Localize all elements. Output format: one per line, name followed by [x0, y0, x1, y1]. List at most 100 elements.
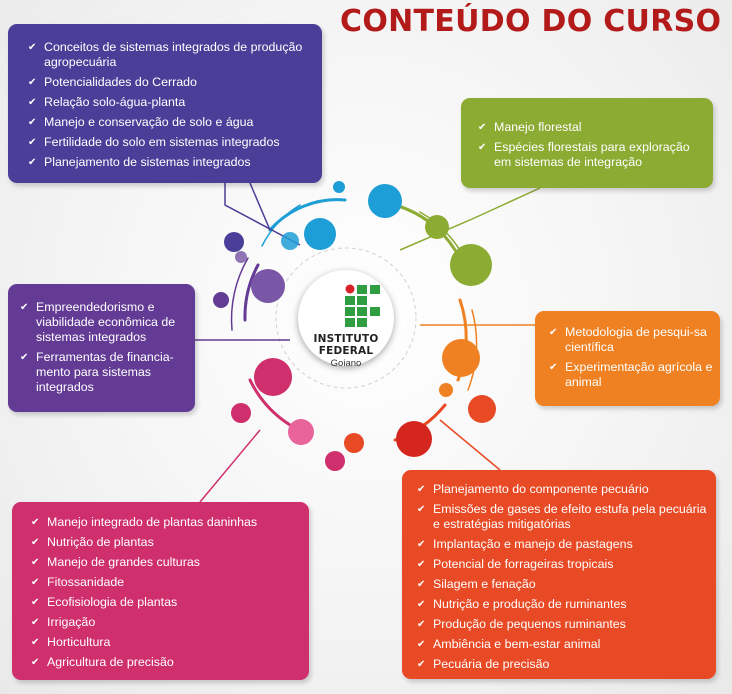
topic-item: ✔ Relação solo-água-planta	[26, 95, 312, 110]
check-icon: ✔	[28, 137, 37, 148]
check-icon: ✔	[20, 302, 29, 313]
topic-item: ✔ Silagem e fenação	[415, 577, 708, 592]
topic-item-label: Horticultura	[47, 635, 111, 649]
topic-item-label: Fertilidade do solo em sistemas integrad…	[44, 135, 280, 149]
dot-violet	[251, 269, 285, 303]
topic-item: ✔Implantação e manejo de pastagens	[415, 537, 708, 552]
line-green	[399, 187, 541, 251]
dot-pink-small	[231, 403, 251, 423]
line-blue-2	[249, 182, 271, 231]
dot-purple-small	[213, 292, 229, 308]
topic-item: ✔ Fertilidade do solo em sistemas integra…	[26, 135, 312, 150]
topic-item: ✔ Ecofisiologia de plantas	[29, 595, 301, 610]
check-icon: ✔	[31, 657, 40, 668]
topic-item-label: Produção de pequenos ruminantes	[433, 617, 626, 631]
topic-list: ✔ Planejamento do componente pecuário ✔Emi…	[415, 482, 708, 672]
topic-item-label: Planejamento do componente pecuário	[433, 482, 649, 496]
check-icon: ✔	[417, 539, 426, 550]
dot-red-small	[468, 395, 496, 423]
dot-green-large	[450, 244, 492, 286]
topic-item: ✔Manejo de grandes culturas	[29, 555, 301, 570]
logo-text-goiano: Goiano	[330, 358, 362, 369]
check-icon: ✔	[31, 577, 40, 588]
arc-pink	[248, 378, 292, 427]
topic-item: ✔ Manejo integrado de plantas daninhas	[29, 515, 301, 530]
check-icon: ✔	[31, 637, 40, 648]
topic-item: ✔Pecuária de precisão	[415, 657, 708, 672]
topic-item-label: Potencial de forrageiras tropicais	[433, 557, 614, 571]
topic-item-label: Silagem e fenação	[433, 577, 536, 591]
check-icon: ✔	[417, 659, 426, 670]
dot-pink-bottom	[325, 451, 345, 471]
check-icon: ✔	[28, 97, 37, 108]
dot-red-mini	[344, 433, 364, 453]
topic-item-label: Conceitos de sistemas integrados de prod…	[44, 40, 303, 69]
dot-cyan-small	[333, 181, 345, 193]
topic-item: ✔Manejo florestal	[476, 120, 705, 135]
page-title: CONTEÚDO DO CURSO	[340, 4, 722, 39]
topic-item-label: Manejo integrado de plantas daninhas	[47, 515, 258, 529]
check-icon: ✔	[31, 617, 40, 628]
logo-text-instituto: INSTITUTO	[313, 333, 379, 345]
dot-pink-light	[288, 419, 314, 445]
topic-item: ✔ Manejo e conservação de solo e água	[26, 115, 312, 130]
check-icon: ✔	[28, 77, 37, 88]
topic-item: ✔Espécies florestais para exploração em …	[476, 140, 705, 170]
topic-item: ✔ Potencialidades do Cerrado	[26, 75, 312, 90]
topic-item: ✔ Fitossanidade	[29, 575, 301, 590]
topic-item-label: Experimentação agrícola e animal	[565, 360, 713, 389]
topic-item: ✔ Conceitos de sistemas integrados de pro…	[26, 40, 312, 70]
check-icon: ✔	[31, 537, 40, 548]
check-icon: ✔	[417, 599, 426, 610]
check-icon: ✔	[417, 504, 426, 515]
check-icon: ✔	[31, 517, 40, 528]
topic-box-pink: ✔ Manejo integrado de plantas daninhas ✔ Nu…	[12, 502, 309, 680]
institution-logo-icon	[345, 284, 380, 327]
topic-list: ✔ Conceitos de sistemas integrados de pro…	[26, 40, 312, 170]
topic-box-red: ✔ Planejamento do componente pecuário ✔Emi…	[402, 470, 716, 679]
check-icon: ✔	[417, 579, 426, 590]
topic-item-label: Ferramentas de financia-mento para siste…	[36, 350, 174, 394]
topic-item-label: Relação solo-água-planta	[44, 95, 186, 109]
dot-cyan-large	[304, 218, 336, 250]
topic-item: ✔Ambiência e bem-estar animal	[415, 637, 708, 652]
check-icon: ✔	[28, 117, 37, 128]
topic-item-label: Metodologia de pesqui-sa científica	[565, 325, 707, 354]
topic-item: ✔ Empreendedorismo e viabilidade econômic…	[18, 300, 189, 345]
topic-item: ✔Potencial de forrageiras tropicais	[415, 557, 708, 572]
check-icon: ✔	[478, 122, 487, 133]
line-blue	[224, 183, 301, 246]
topic-item-label: Ambiência e bem-estar animal	[433, 637, 601, 651]
topic-item: ✔Emissões de gases de efeito estufa pela…	[415, 502, 708, 532]
topic-list: ✔ Empreendedorismo e viabilidade econômic…	[18, 300, 189, 395]
dot-orange	[442, 339, 480, 377]
topic-item-label: Potencialidades do Cerrado	[44, 75, 197, 89]
line-red	[439, 419, 501, 471]
dot-cyan-medium	[368, 184, 402, 218]
topic-item: ✔ Metodologia de pesqui-sa científica	[547, 325, 714, 355]
topic-item-label: Manejo e conservação de solo e água	[44, 115, 254, 129]
check-icon: ✔	[28, 157, 37, 168]
dashed-ring	[275, 247, 417, 389]
check-icon: ✔	[417, 619, 426, 630]
topic-item-label: Empreendedorismo e viabilidade econômica…	[36, 300, 176, 344]
check-icon: ✔	[549, 362, 558, 373]
topic-item-label: Irrigação	[47, 615, 96, 629]
topic-item-label: Fitossanidade	[47, 575, 125, 589]
arc-cyan-thin	[261, 204, 301, 247]
arc-purple-thin	[230, 257, 249, 331]
topic-item: ✔ Experimentação agrícola e animal	[547, 360, 714, 390]
dot-red-large	[396, 421, 432, 457]
check-icon: ✔	[28, 42, 37, 53]
check-icon: ✔	[549, 327, 558, 338]
check-icon: ✔	[20, 352, 29, 363]
topic-item: ✔ Irrigação	[29, 615, 301, 630]
topic-item-label: Planejamento de sistemas integrados	[44, 155, 251, 169]
topic-item-label: Nutrição de plantas	[47, 535, 154, 549]
topic-item: ✔ Horticultura	[29, 635, 301, 650]
check-icon: ✔	[31, 597, 40, 608]
topic-item-label: Ecofisiologia de plantas	[47, 595, 178, 609]
dot-indigo	[224, 232, 244, 252]
topic-item-label: Manejo de grandes culturas	[47, 555, 200, 569]
